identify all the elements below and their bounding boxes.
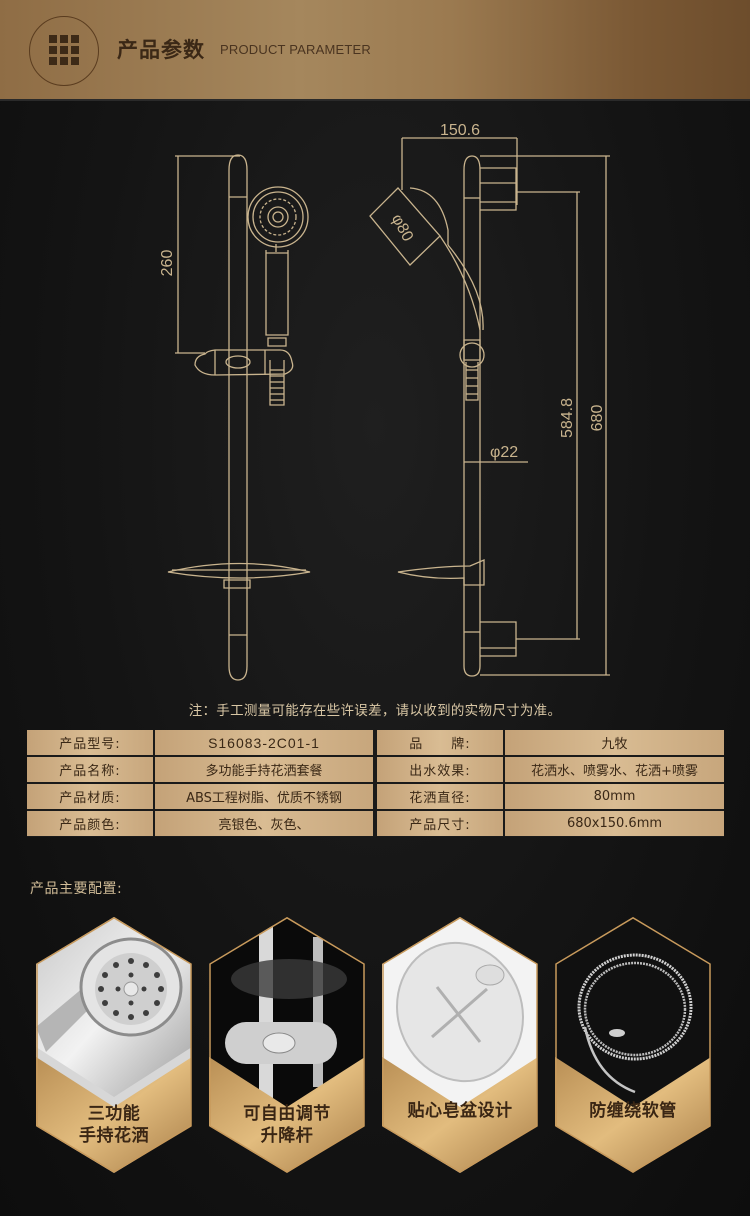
spec-value: 680x150.6mm	[505, 811, 724, 836]
config-item-hose: 防缠绕软管	[555, 917, 711, 1173]
config-label: 可自由调节 升降杆	[243, 1104, 331, 1146]
side-view	[369, 137, 610, 677]
spec-value: 花洒水、喷雾水、花洒+喷雾	[505, 757, 724, 782]
config-item-shower-head: 三功能 手持花洒	[36, 917, 192, 1173]
spec-row: 产品型号: S16083-2C01-1	[27, 730, 373, 755]
dim-260: 260	[159, 250, 176, 277]
spec-row: 出水效果: 花洒水、喷雾水、花洒+喷雾	[377, 757, 724, 782]
spec-row: 品 牌: 九牧	[377, 730, 724, 755]
config-item-soap-dish: 贴心皂盆设计	[382, 917, 538, 1173]
handheld-shower-head-image	[36, 917, 192, 1173]
sliding-bar-bracket-image	[209, 917, 365, 1173]
config-label: 贴心皂盆设计	[407, 1101, 513, 1121]
spec-column-right: 品 牌: 九牧 出水效果: 花洒水、喷雾水、花洒+喷雾 花洒直径: 80mm 产…	[377, 730, 724, 837]
config-title: 产品主要配置:	[30, 881, 123, 897]
header-icon-ring	[29, 16, 99, 86]
section-title-en: PRODUCT PARAMETER	[220, 42, 371, 57]
spec-row: 花洒直径: 80mm	[377, 784, 724, 809]
spec-value: ABS工程树脂、优质不锈钢	[155, 784, 373, 809]
spec-label: 产品材质:	[27, 784, 153, 809]
spec-row: 产品材质: ABS工程树脂、优质不锈钢	[27, 784, 373, 809]
spec-table: 产品型号: S16083-2C01-1 产品名称: 多功能手持花洒套餐 产品材质…	[27, 730, 724, 837]
section-title-cn: 产品参数	[117, 38, 205, 62]
spec-value: 多功能手持花洒套餐	[155, 757, 373, 782]
spec-label: 出水效果:	[377, 757, 503, 782]
spec-label: 产品尺寸:	[377, 811, 503, 836]
spec-label: 产品颜色:	[27, 811, 153, 836]
spec-row: 产品颜色: 亮银色、灰色、	[27, 811, 373, 836]
config-item-sliding-bar: 可自由调节 升降杆	[209, 917, 365, 1173]
front-view	[167, 154, 311, 681]
section-header: 产品参数 PRODUCT PARAMETER	[0, 0, 750, 101]
spec-value: 80mm	[505, 784, 724, 809]
spec-label: 花洒直径:	[377, 784, 503, 809]
dim-phi-80: φ80	[388, 211, 416, 244]
spec-value: S16083-2C01-1	[155, 730, 373, 755]
grid-menu-icon	[49, 35, 79, 65]
dim-584-8: 584.8	[559, 398, 576, 438]
spec-row: 产品名称: 多功能手持花洒套餐	[27, 757, 373, 782]
spec-label: 产品名称:	[27, 757, 153, 782]
spec-row: 产品尺寸: 680x150.6mm	[377, 811, 724, 836]
spec-label: 品 牌:	[377, 730, 503, 755]
config-label: 三功能 手持花洒	[79, 1104, 149, 1146]
spec-label: 产品型号:	[27, 730, 153, 755]
spec-value: 九牧	[505, 730, 724, 755]
config-label: 防缠绕软管	[589, 1101, 677, 1121]
shower-set-dimension-drawing: 260 150.6 φ80 φ22 584.8 680	[159, 122, 610, 681]
technical-drawing: 260 150.6 φ80 φ22 584.8 680	[0, 101, 750, 691]
soap-dish-image	[382, 917, 538, 1173]
shower-hose-image	[555, 917, 711, 1173]
spec-value: 亮银色、灰色、	[155, 811, 373, 836]
dim-phi-22: φ22	[490, 444, 518, 461]
dim-150-6: 150.6	[440, 122, 480, 139]
spec-column-left: 产品型号: S16083-2C01-1 产品名称: 多功能手持花洒套餐 产品材质…	[27, 730, 373, 837]
measurement-note: 注：手工测量可能存在些许误差，请以收到的实物尺寸为准。	[188, 703, 562, 719]
dim-680: 680	[589, 405, 606, 432]
